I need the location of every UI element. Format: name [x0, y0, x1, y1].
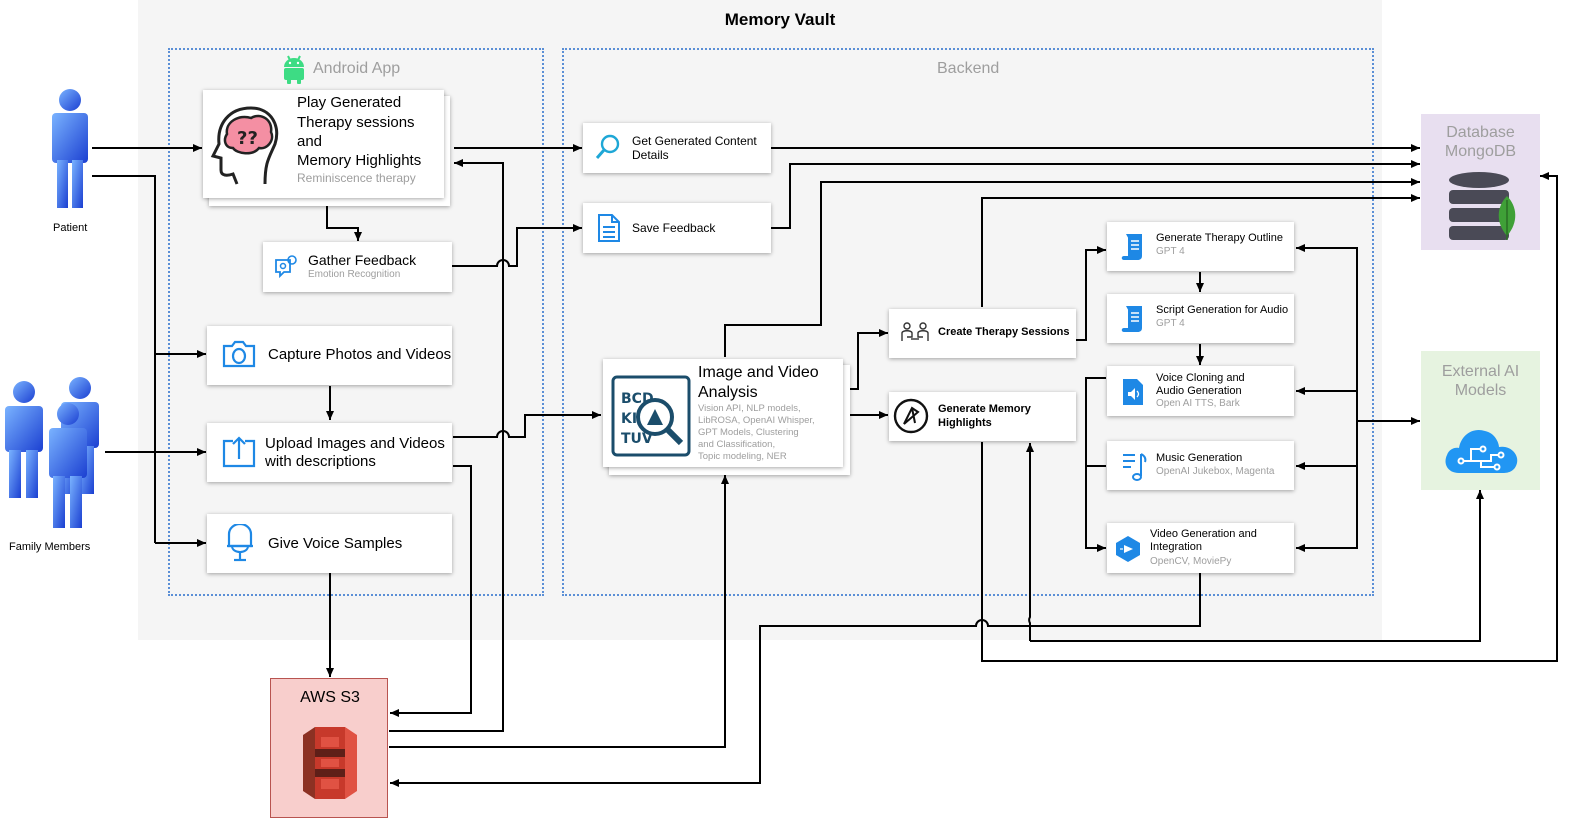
- patient-label: Patient: [53, 222, 88, 234]
- arrow-highlights-bottom: [981, 172, 1558, 662]
- arrow-video-s3: [390, 573, 1201, 787]
- cloud-ai-icon: [1445, 429, 1518, 473]
- arrow-sessions-db: [981, 194, 1420, 307]
- aws-s3-storage: AWS S3: [270, 678, 388, 818]
- therapy-session-icon: [901, 322, 929, 341]
- document-icon: [598, 214, 620, 242]
- aws-s3-bucket-icon: [303, 727, 357, 799]
- text-analysis-icon: BCD KIM TUV: [611, 375, 691, 457]
- arrow-play-feedback: [326, 206, 362, 241]
- arrow-upload-analysis: [453, 411, 601, 438]
- brain-question-icon: ??: [210, 106, 279, 185]
- therapy-outline-card[interactable]: Generate Therapy Outline GPT 4: [1107, 222, 1294, 271]
- highlight-icon: [893, 398, 929, 434]
- save-feedback-card[interactable]: Save Feedback: [583, 203, 771, 253]
- create-therapy-sessions-card[interactable]: Create Therapy Sessions: [889, 309, 1076, 358]
- video-generation-card[interactable]: Video Generation and Integration OpenCV,…: [1107, 523, 1294, 573]
- music-generation-card[interactable]: Music Generation OpenAI Jukebox, Magenta: [1107, 441, 1294, 490]
- arrow-bottom-external: [1030, 490, 1484, 642]
- aws-s3-label: AWS S3: [300, 689, 360, 706]
- android-icon: [284, 55, 304, 84]
- diagram-title: Memory Vault: [724, 10, 836, 29]
- audio-file-icon: [1123, 379, 1143, 405]
- feedback-icon: [275, 255, 297, 279]
- search-icon: [595, 134, 620, 159]
- script-scroll-icon: [1121, 234, 1142, 260]
- svg-text:??: ??: [237, 128, 258, 149]
- microphone-icon: [227, 524, 253, 562]
- arrow-analysis-sessions: [850, 329, 888, 390]
- family-members-icon: [5, 377, 99, 528]
- arrow-ext-outline: [1296, 244, 1358, 421]
- capture-photos-card[interactable]: Capture Photos and Videos: [207, 326, 452, 385]
- family-members-label: Family Members: [9, 541, 91, 553]
- android-app-label: Android App: [313, 60, 401, 77]
- gather-feedback-card[interactable]: Gather Feedback Emotion Recognition: [263, 242, 452, 292]
- voice-samples-card[interactable]: Give Voice Samples: [207, 514, 452, 573]
- arrow-sessions-outline: [1076, 246, 1106, 341]
- database-mongodb: Database MongoDB: [1421, 114, 1540, 250]
- upload-images-card[interactable]: Upload Images and Videos with descriptio…: [207, 423, 452, 482]
- image-video-analysis-card[interactable]: BCD KIM TUV Image and Video Analysis Vis…: [603, 359, 843, 467]
- patient-icon: [52, 89, 88, 208]
- android-app-group: [168, 48, 544, 596]
- arrow-save-db: [771, 160, 1420, 229]
- arrow-feedback-save: [452, 224, 582, 267]
- voice-cloning-card[interactable]: Voice Cloning and Audio Generation Open …: [1107, 366, 1294, 416]
- arrow-s3-analysis: [389, 475, 729, 748]
- generate-memory-highlights-card[interactable]: Generate Memory Highlights: [889, 392, 1076, 441]
- get-content-card[interactable]: Get Generated Content Details: [583, 123, 771, 173]
- camera-icon: [222, 340, 256, 368]
- arrow-voice-video: [1085, 377, 1106, 552]
- arrow-patient-branch: [92, 175, 156, 543]
- music-note-icon: [1123, 453, 1147, 481]
- arrow-external-highlights: [1026, 443, 1034, 641]
- script-scroll-icon: [1121, 306, 1142, 332]
- arrow-s3-play: [389, 159, 504, 732]
- play-therapy-card[interactable]: ?? Play Generated Therapy sessions and M…: [203, 90, 444, 198]
- backend-group: [562, 48, 1374, 596]
- database-icon: [1449, 172, 1516, 240]
- arrow-analysis-db: [724, 178, 1420, 357]
- external-ai-models: External AI Models: [1421, 351, 1540, 490]
- upload-icon: [222, 436, 256, 468]
- backend-label: Backend: [937, 60, 1000, 77]
- video-generation-icon: [1116, 536, 1140, 562]
- arrow-ext-video: [1296, 421, 1358, 552]
- script-generation-card[interactable]: Script Generation for Audio GPT 4: [1107, 294, 1294, 343]
- arrow-upload-s3: [390, 465, 472, 717]
- svg-text:TUV: TUV: [621, 431, 653, 447]
